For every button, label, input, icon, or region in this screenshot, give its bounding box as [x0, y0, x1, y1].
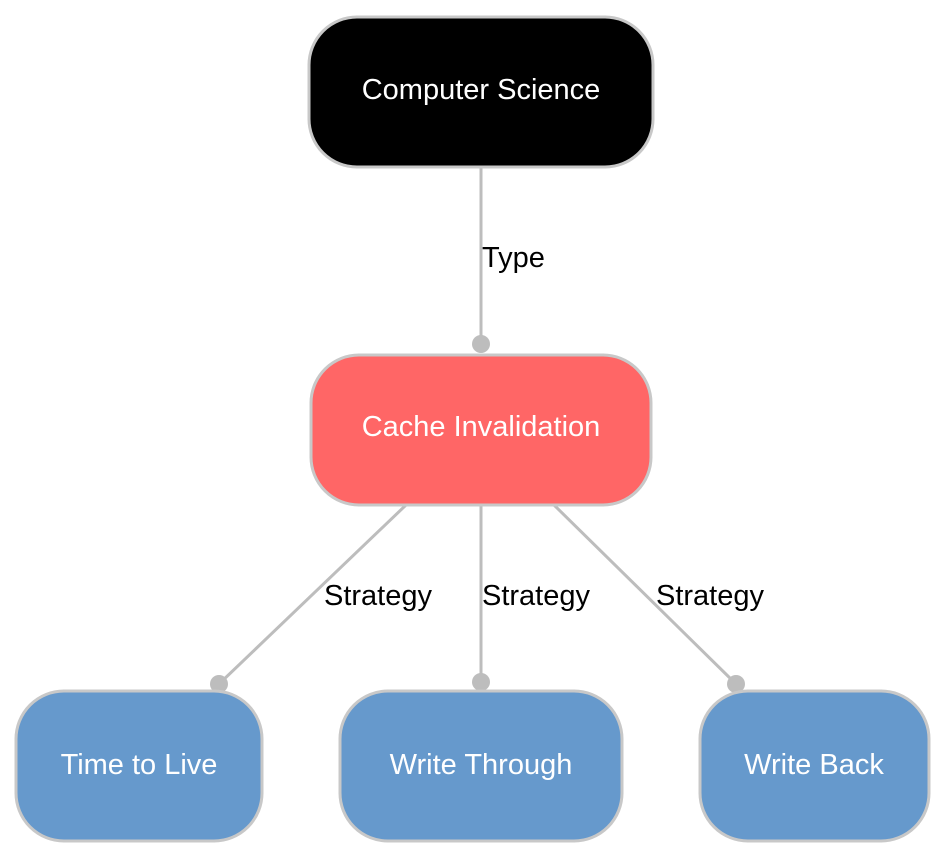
edge-label-strategy-write-through: Strategy	[482, 580, 590, 612]
node-cache-invalidation: Cache Invalidation	[309, 353, 653, 507]
node-label-write-back: Write Back	[744, 749, 884, 781]
edge-type	[472, 167, 490, 353]
node-label-write-through: Write Through	[390, 749, 573, 781]
node-label-time-to-live: Time to Live	[61, 749, 218, 781]
node-box-cache-invalidation	[309, 353, 653, 507]
edge-line-strategy-write-back	[552, 503, 738, 686]
edge-strategy-write-through	[472, 505, 490, 691]
node-label-computer-science: Computer Science	[362, 74, 601, 106]
edge-strategy-time-to-live	[210, 503, 408, 693]
node-computer-science: Computer Science	[307, 15, 655, 169]
node-label-cache-invalidation: Cache Invalidation	[362, 411, 601, 443]
edge-strategy-write-back	[552, 503, 745, 693]
node-write-back: Write Back	[698, 689, 931, 843]
edge-label-type: Type	[482, 242, 545, 274]
node-box-write-back	[698, 689, 931, 843]
edge-end-dot-type	[472, 335, 490, 353]
node-write-through: Write Through	[338, 689, 624, 843]
edge-label-strategy-time-to-live: Strategy	[324, 580, 432, 612]
edge-line-strategy-time-to-live	[217, 503, 408, 686]
node-box-write-through	[338, 689, 624, 843]
node-box-computer-science	[307, 15, 655, 169]
node-box-time-to-live	[14, 689, 264, 843]
edge-label-strategy-write-back: Strategy	[656, 580, 764, 612]
node-time-to-live: Time to Live	[14, 689, 264, 843]
edge-end-dot-strategy-write-back	[727, 675, 745, 693]
edge-end-dot-strategy-write-through	[472, 673, 490, 691]
edge-end-dot-strategy-time-to-live	[210, 675, 228, 693]
